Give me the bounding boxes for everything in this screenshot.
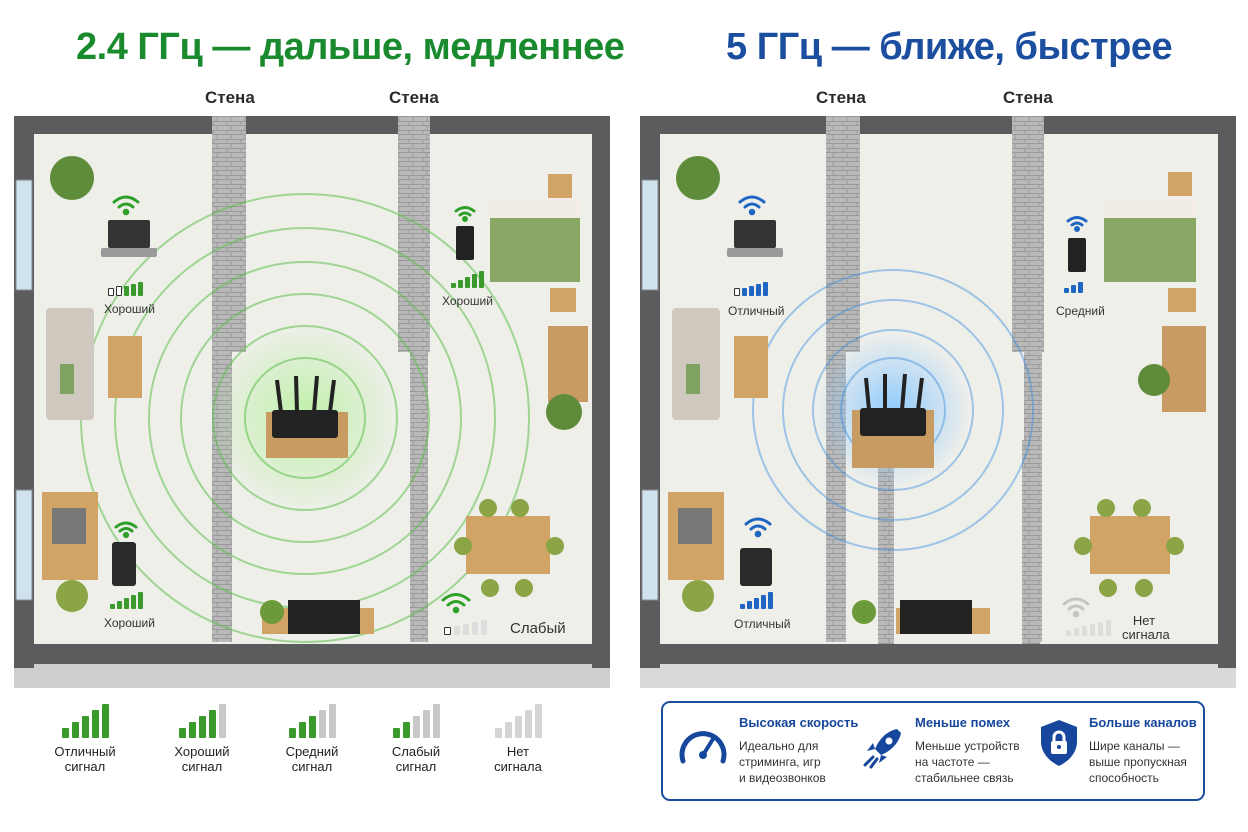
rocket-icon [863,729,901,769]
signal-bars-icon [110,592,143,609]
wifi-icon [112,195,1090,618]
device-signal-label: Хороший [442,294,493,308]
house-5ghz [640,116,1236,688]
legend-label: Нет [506,744,530,759]
signal-bars-icon [451,271,484,288]
wall-label: Стена [816,88,866,107]
signal-bars-icon [257,704,367,738]
benefit-text: Меньше устройств [915,739,1020,753]
device-signal-label: Хороший [104,302,155,316]
wall-label: Стена [205,88,255,107]
device-signal-label: Отличный [734,617,791,631]
legend-label: Средний [285,744,339,759]
signal-bars-icon [734,282,768,296]
house-24ghz [14,116,610,688]
legend-label: сигнал [395,759,437,774]
benefit-title: Больше каналов [1089,715,1197,730]
benefit-title: Меньше помех [915,715,1011,730]
benefit-text: способность [1089,771,1159,785]
legend-label: сигнал [181,759,223,774]
benefit-text: на частоте — [915,755,990,769]
legend-label: сигнал [291,759,333,774]
wall-label: Стена [1003,88,1053,107]
signal-bars-icon [463,704,573,738]
signal-bars-icon [108,282,143,296]
title-24ghz: 2.4 ГГц — дальше, медленнее [76,26,625,68]
signal-bars-icon [30,704,140,738]
benefit-text: и видеозвонков [739,771,826,785]
benefit-text: Шире каналы — [1089,739,1180,753]
legend-label: сигнал [64,759,106,774]
legend-label: Отличный [54,744,116,759]
signal-bars-icon [147,704,257,738]
benefit-text: стриминга, игр [739,755,821,769]
legend-label: Слабый [391,744,441,759]
signal-bars-icon [740,592,773,609]
legend-label: Хороший [174,744,230,759]
signal-bars-icon [1066,620,1111,636]
title-5ghz: 5 ГГц — ближе, быстрее [726,26,1173,68]
device-signal-label: Отличный [728,304,785,318]
benefit-text: стабильнее связь [915,771,1014,785]
signal-bars-icon [1064,282,1083,293]
benefit-text: Идеально для [739,739,819,753]
wall-label: Стена [389,88,439,107]
device-signal-label: Нет сигнала [1122,613,1170,642]
benefit-text: выше пропускная [1089,755,1187,769]
shield-lock-icon [1041,720,1077,766]
benefit-title: Высокая скорость [739,715,859,730]
device-signal-label: Слабый [510,620,566,637]
signal-bars-icon [444,620,487,635]
benefits-panel: Высокая скорость Идеально для стриминга,… [661,701,1205,801]
legend-label: сигнала [494,759,542,774]
device-signal-label: Средний [1056,304,1105,318]
device-signal-label: Хороший [104,616,155,630]
speedometer-icon [679,731,727,764]
signal-bars-icon [361,704,471,738]
